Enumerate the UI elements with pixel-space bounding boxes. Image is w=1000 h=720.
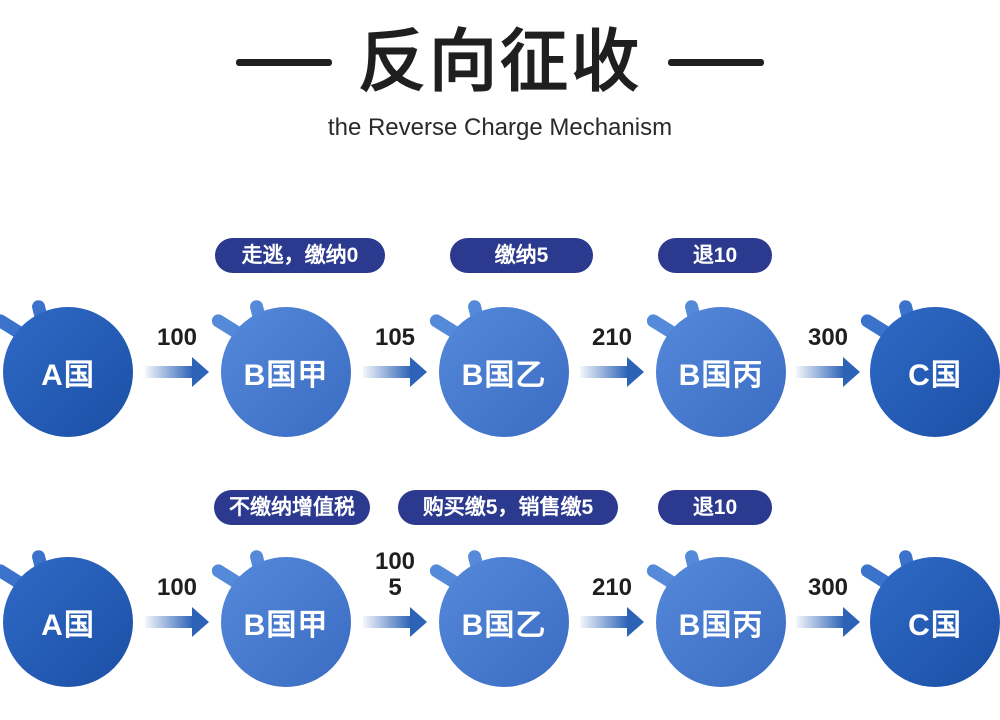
tax-note-pill: 购买缴5，销售缴5 [398,490,618,525]
flow-amount: 100 5 [374,548,416,601]
page-subtitle: the Reverse Charge Mechanism [327,114,673,141]
country-node: C国 [858,548,1000,687]
country-bubble: B国乙 [439,557,569,687]
tax-note-pill: 不缴纳增值税 [214,490,370,525]
flow: 300 [783,283,873,387]
arrow-right-icon [580,607,644,637]
flow-amount: 105 [374,324,416,351]
arrow-right-icon [796,357,860,387]
country-bubble: A国 [3,307,133,437]
country-label: B国甲 [243,359,329,392]
country-node: A国 [0,298,133,437]
flow: 105 [350,283,440,387]
flow: 100 [132,283,222,387]
tax-note-pill: 走逃，缴纳0 [215,238,385,273]
country-label: B国乙 [461,359,547,392]
country-label: B国丙 [678,359,764,392]
country-bubble: B国甲 [221,557,351,687]
country-bubble: A国 [3,557,133,687]
country-label: C国 [908,359,962,392]
flow-amount: 100 [156,324,198,351]
flow-amount: 210 [591,324,633,351]
country-label: B国丙 [678,609,764,642]
flow-amount: 300 [807,324,849,351]
title-dash-left [235,59,332,67]
country-node: B国甲 [209,298,351,437]
arrow-right-icon [145,357,209,387]
country-node: B国丙 [644,298,786,437]
arrow-right-icon [580,357,644,387]
arrow-right-icon [363,357,427,387]
country-node: B国乙 [427,298,569,437]
flow: 210 [567,283,657,387]
country-bubble: C国 [870,307,1000,437]
country-bubble: C国 [870,557,1000,687]
country-bubble: B国乙 [439,307,569,437]
flow-amount: 300 [807,574,849,601]
header: 反向征收 [0,22,1000,104]
page-title: 反向征收 [357,24,642,100]
country-bubble: B国丙 [656,307,786,437]
country-node: C国 [858,298,1000,437]
arrow-right-icon [796,607,860,637]
tax-note-pill: 退10 [658,238,772,273]
tax-note-pill: 缴纳5 [450,238,593,273]
country-bubble: B国丙 [656,557,786,687]
flow: 210 [567,533,657,637]
country-node: B国丙 [644,548,786,687]
flow: 300 [783,533,873,637]
country-node: B国甲 [209,548,351,687]
country-label: A国 [41,609,95,642]
arrow-right-icon [145,607,209,637]
country-node: A国 [0,548,133,687]
country-label: C国 [908,609,962,642]
country-label: A国 [41,359,95,392]
country-bubble: B国甲 [221,307,351,437]
country-node: B国乙 [427,548,569,687]
flow-amount: 210 [591,574,633,601]
country-label: B国甲 [243,609,329,642]
flow: 100 [132,533,222,637]
tax-note-pill: 退10 [658,490,772,525]
country-label: B国乙 [461,609,547,642]
flow: 100 5 [350,533,440,637]
arrow-right-icon [363,607,427,637]
flow-amount: 100 [156,574,198,601]
title-dash-right [668,59,764,67]
